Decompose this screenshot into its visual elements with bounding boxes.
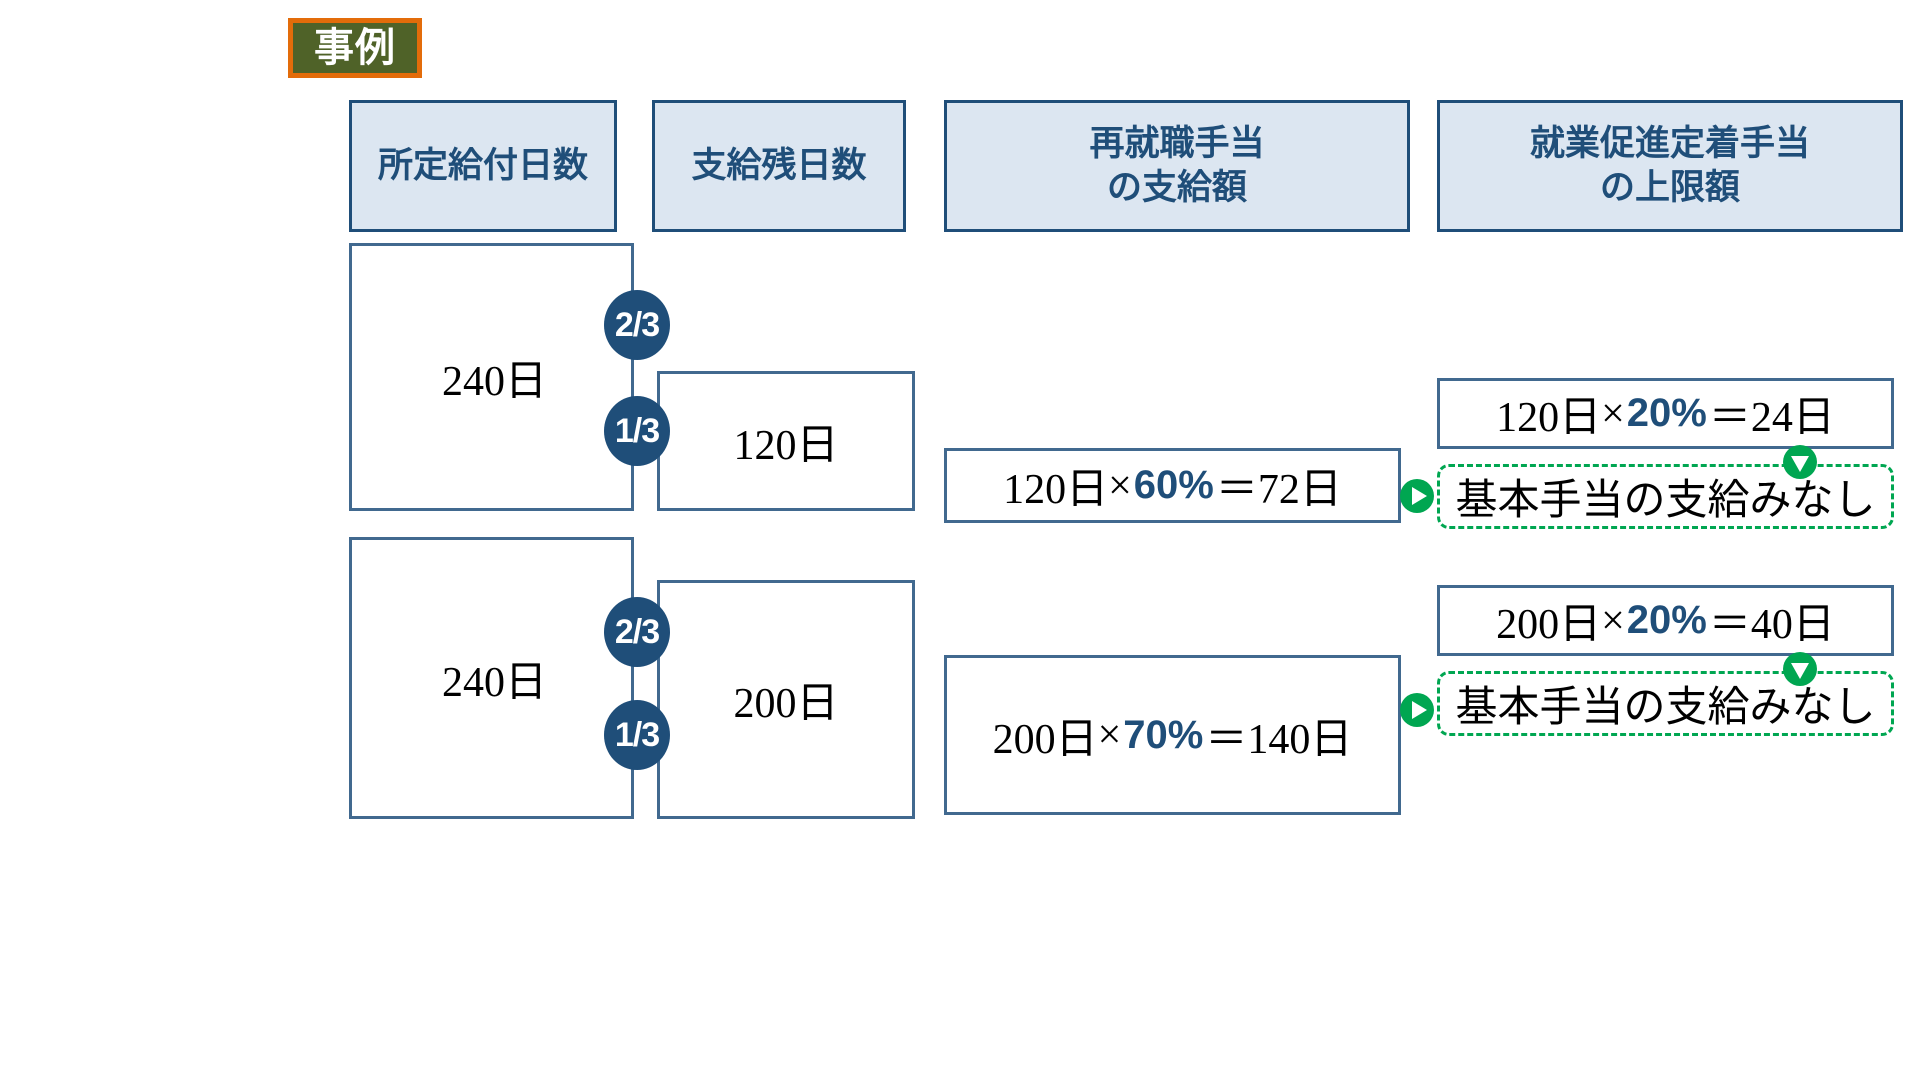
- row-2-note-box: 基本手当の支給みなし: [1437, 671, 1894, 736]
- play-arrow-right-icon: [1399, 692, 1435, 728]
- row-1-fraction-upper-label: 2/3: [614, 305, 660, 344]
- row-2-cap-formula-box: 200日 × 20% ＝ 40日: [1437, 585, 1894, 656]
- column-header-shikyu-zan-nissu: 支給残日数: [652, 100, 906, 232]
- row-1-cap-formula-box: 120日 × 20% ＝ 24日: [1437, 378, 1894, 449]
- row-2-fraction-lower-label: 1/3: [614, 715, 660, 754]
- arrow-down-icon: [1782, 651, 1818, 687]
- column-header-line1: 支給残日数: [691, 146, 867, 186]
- row-1-cap-percent: 20%: [1626, 391, 1707, 435]
- row-1-fraction-one-third: 1/3: [604, 396, 670, 466]
- column-header-line2: の支給額: [1106, 168, 1247, 207]
- column-header-saishushoku-teate: 再就職手当 の支給額: [944, 100, 1410, 232]
- row-1-cap-base: 120日: [1496, 395, 1602, 441]
- row-2-remaining-days-box: 200日: [657, 580, 915, 819]
- row-2-total-days-box: 240日: [349, 537, 634, 819]
- row-1-payout-formula-box: 120日 × 60% ＝ 72日: [944, 448, 1401, 523]
- row-2-fraction-one-third: 1/3: [604, 700, 670, 770]
- row-1-cap-equals: ＝: [1708, 395, 1751, 441]
- row-2-cap-equals: ＝: [1708, 602, 1751, 648]
- row-2-remaining-days-label: 200日: [733, 681, 839, 727]
- case-badge-label: 事例: [314, 26, 396, 70]
- column-header-shugyo-sokushin-teichaku-teate: 就業促進定着手当 の上限額: [1437, 100, 1903, 232]
- row-2-cap-times: ×: [1601, 597, 1625, 644]
- column-header-line1: 所定給付日数: [377, 146, 588, 186]
- row-2-total-days-label: 240日: [441, 659, 547, 706]
- row-1-cap-result: 24日: [1750, 395, 1835, 441]
- row-2-cap-percent: 20%: [1626, 598, 1707, 642]
- row-2-payout-times: ×: [1097, 712, 1122, 758]
- row-2-payout-result: 140日: [1247, 716, 1353, 763]
- column-header-shotei-kyufu-nissu: 所定給付日数: [349, 100, 617, 232]
- row-2-payout-formula-box: 200日 × 70% ＝ 140日: [944, 655, 1401, 815]
- row-1-total-days-label: 240日: [441, 358, 547, 405]
- play-arrow-right-icon: [1399, 478, 1435, 514]
- arrow-down-icon: [1782, 444, 1818, 480]
- row-1-remaining-days-box: 120日: [657, 371, 915, 511]
- row-2-note-label: 基本手当の支給みなし: [1455, 685, 1876, 731]
- row-1-payout-percent: 60%: [1133, 463, 1214, 507]
- row-2-cap-base: 200日: [1496, 602, 1602, 648]
- row-1-fraction-lower-label: 1/3: [614, 411, 660, 450]
- row-1-cap-times: ×: [1601, 390, 1625, 437]
- row-1-note-box: 基本手当の支給みなし: [1437, 464, 1894, 529]
- row-1-payout-times: ×: [1108, 462, 1132, 509]
- row-2-payout-percent: 70%: [1123, 712, 1204, 757]
- column-header-line1: 就業促進定着手当: [1529, 124, 1810, 164]
- row-1-remaining-days-label: 120日: [733, 422, 839, 469]
- row-2-cap-result: 40日: [1750, 602, 1835, 648]
- row-1-note-label: 基本手当の支給みなし: [1455, 478, 1876, 524]
- row-1-total-days-box: 240日: [349, 243, 634, 511]
- row-1-payout-equals: ＝: [1215, 467, 1258, 513]
- column-header-line2: の上限額: [1599, 168, 1740, 207]
- row-2-payout-base: 200日: [992, 716, 1098, 763]
- case-badge: 事例: [288, 18, 422, 78]
- row-2-fraction-upper-label: 2/3: [614, 612, 660, 651]
- row-1-payout-base: 120日: [1003, 467, 1109, 513]
- column-header-line1: 再就職手当: [1089, 124, 1265, 164]
- row-1-fraction-two-thirds: 2/3: [604, 290, 670, 360]
- row-2-fraction-two-thirds: 2/3: [604, 597, 670, 667]
- row-2-payout-equals: ＝: [1205, 716, 1248, 763]
- row-1-payout-result: 72日: [1257, 467, 1342, 513]
